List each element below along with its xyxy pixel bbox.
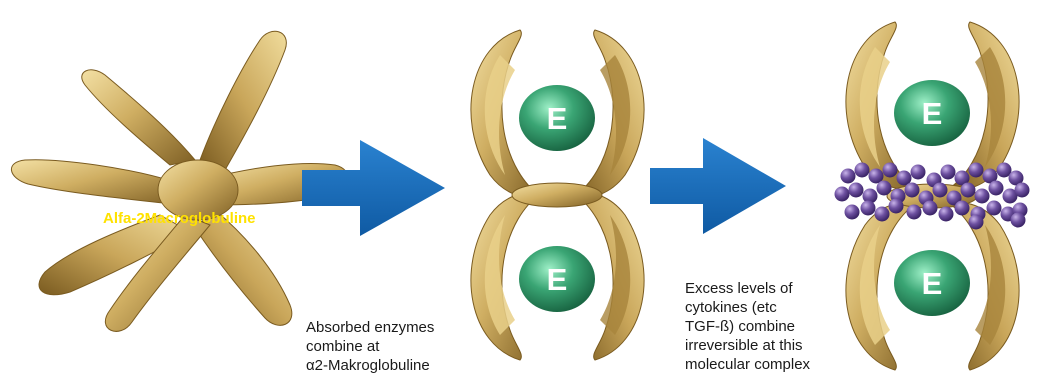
cytokine-bead — [845, 205, 860, 220]
caption-cytokine-binding: Excess levels of cytokines (etc TGF-ß) c… — [685, 279, 810, 374]
cytokine-bead — [961, 183, 976, 198]
alpha2-macroglobulin-molecule: Alfa-2Macroglobuline — [11, 31, 348, 331]
cytokine-bead — [923, 201, 938, 216]
cytokine-bead — [875, 207, 890, 222]
macroglobulin-enzyme-complex: E E — [471, 30, 644, 360]
cytokine-bead — [939, 207, 954, 222]
cytokine-bead — [969, 215, 984, 230]
cytokine-bead — [911, 165, 926, 180]
cytokine-bead — [855, 163, 870, 178]
caption-line: α2-Makroglobuline — [306, 356, 434, 375]
enzyme-upper: E — [519, 85, 595, 151]
arrow-right-icon — [650, 138, 786, 234]
cytokine-bead — [1011, 213, 1026, 228]
cytokine-bead — [835, 187, 850, 202]
enzyme-label: E — [922, 96, 943, 131]
cytokine-bead — [907, 205, 922, 220]
enzyme-upper: E — [894, 80, 970, 146]
enzyme-label: E — [547, 101, 568, 136]
cytokine-bead — [941, 165, 956, 180]
cytokine-bead — [987, 201, 1002, 216]
cytokine-bead — [955, 201, 970, 216]
caption-line: TGF-ß) combine — [685, 317, 810, 336]
enzyme-lower: E — [894, 250, 970, 316]
cytokine-bead — [883, 163, 898, 178]
caption-line: Absorbed enzymes — [306, 318, 434, 337]
cytokine-bead — [989, 181, 1004, 196]
macroglobulin-cytokine-complex: E E — [835, 22, 1030, 370]
caption-enzyme-absorption: Absorbed enzymes combine at α2-Makroglob… — [306, 318, 434, 375]
caption-line: combine at — [306, 337, 434, 356]
caption-line: Excess levels of — [685, 279, 810, 298]
caption-line: irreversible at this — [685, 336, 810, 355]
cytokine-bead — [969, 163, 984, 178]
arrow-right-icon — [302, 140, 445, 236]
caption-line: molecular complex — [685, 355, 810, 374]
caption-line: cytokines (etc — [685, 298, 810, 317]
cytokine-bead — [861, 201, 876, 216]
cytokine-cluster — [835, 163, 1030, 230]
cytokine-bead — [975, 189, 990, 204]
cytokine-bead — [877, 181, 892, 196]
enzyme-label: E — [922, 266, 943, 301]
enzyme-label: E — [547, 262, 568, 297]
cytokine-bead — [1015, 183, 1030, 198]
cytokine-bead — [933, 183, 948, 198]
enzyme-lower: E — [519, 246, 595, 312]
cytokine-bead — [841, 169, 856, 184]
cytokine-bead — [905, 183, 920, 198]
cytokine-bead — [889, 199, 904, 214]
cytokine-bead — [849, 183, 864, 198]
molecule-label: Alfa-2Macroglobuline — [103, 210, 256, 227]
